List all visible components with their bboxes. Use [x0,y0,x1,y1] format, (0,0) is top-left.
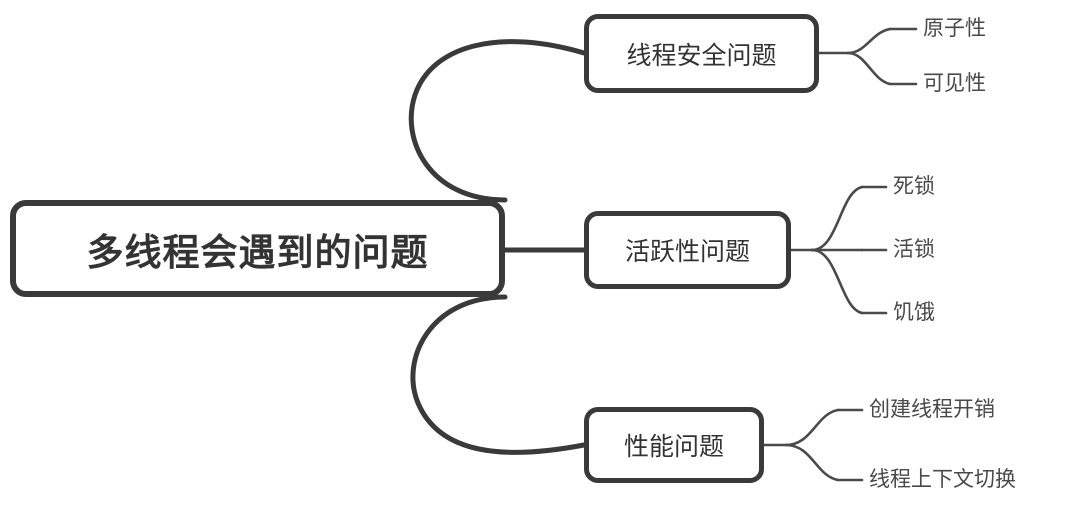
leaf-node-deadlock[interactable]: 死锁 [893,175,935,198]
edge-liveness-to-deadlock [810,185,864,252]
leaf-node-starvation[interactable]: 饥饿 [893,301,935,324]
branch-node-thread-safety[interactable]: 线程安全问题 [584,14,819,93]
edge-root-to-performance [410,294,587,455]
edge-performance-to-context-switch [784,443,840,482]
leaf-node-thread-creation-cost[interactable]: 创建线程开销 [869,398,995,421]
branch-node-performance[interactable]: 性能问题 [584,407,764,483]
edge-root-to-thread-safety [408,39,587,203]
leaf-node-atomicity[interactable]: 原子性 [923,17,986,40]
root-node[interactable]: 多线程会遇到的问题 [10,200,505,297]
leaf-node-livelock[interactable]: 活锁 [893,238,935,261]
branch-node-thread-safety-label: 线程安全问题 [626,41,777,70]
edge-thread-safety-to-atomicity [846,27,892,55]
edge-liveness-to-starvation [810,248,864,315]
leaf-node-visibility[interactable]: 可见性 [923,72,986,95]
leaf-node-context-switch[interactable]: 线程上下文切换 [869,468,1016,491]
edge-performance-to-creation-cost [784,408,840,447]
branch-node-performance-label: 性能问题 [623,433,724,461]
branch-node-liveness[interactable]: 活跃性问题 [584,211,791,289]
root-node-label: 多线程会遇到的问题 [86,231,429,273]
edge-thread-safety-to-visibility [846,51,892,86]
branch-node-liveness-label: 活跃性问题 [624,238,750,266]
